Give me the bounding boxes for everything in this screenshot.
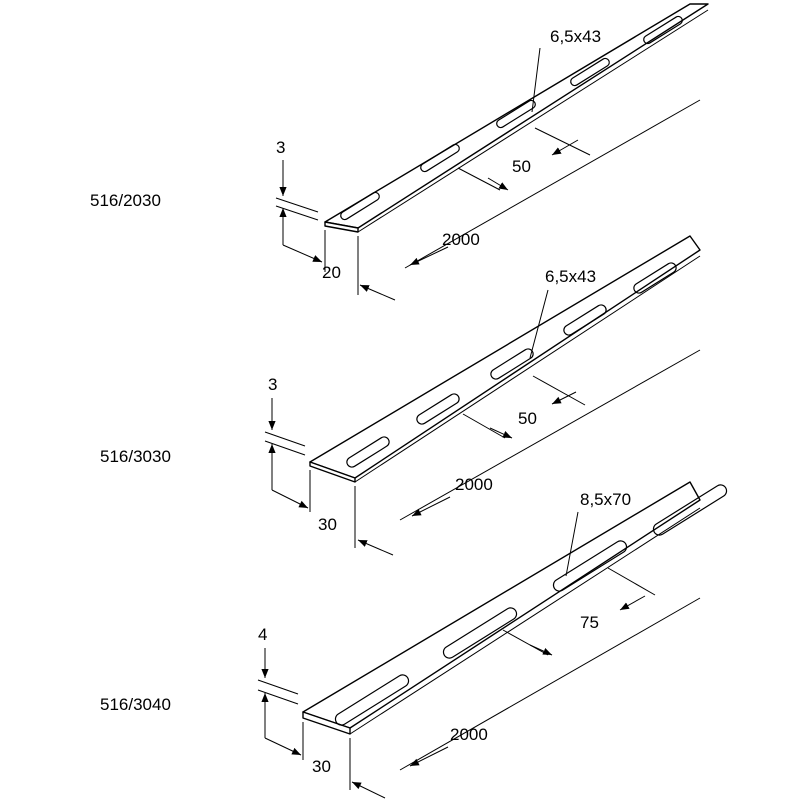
- thickness-label-1: 3: [276, 138, 285, 157]
- rail-top-face: [324, 3, 709, 229]
- slot-size-label-1: 6,5x43: [550, 27, 601, 46]
- model-label-2: 516/3030: [100, 447, 171, 466]
- width-label-2: 30: [318, 515, 337, 534]
- length-label-3: 2000: [450, 725, 488, 744]
- length-label-2: 2000: [455, 475, 493, 494]
- slot-row: [340, 15, 683, 221]
- rail-top-face: [302, 481, 701, 729]
- slot-pitch-label-1: 50: [512, 157, 531, 176]
- rail-516-2030: [275, 3, 709, 301]
- model-label-3: 516/3040: [100, 695, 171, 714]
- slot-size-label-3: 8,5x70: [580, 490, 631, 509]
- length-label-1: 2000: [442, 230, 480, 249]
- rail-516-3040: [257, 481, 728, 799]
- width-label-1: 20: [322, 263, 341, 282]
- rail-516-3030: [264, 235, 701, 556]
- slot-pitch-label-2: 50: [518, 409, 537, 428]
- slot-pitch-label-3: 75: [580, 613, 599, 632]
- thickness-label-2: 3: [268, 375, 277, 394]
- rail-top-face: [309, 235, 701, 479]
- width-label-3: 30: [312, 757, 331, 776]
- slot-row: [346, 262, 677, 468]
- slot-row: [334, 484, 728, 726]
- slot-size-label-2: 6,5x43: [545, 267, 596, 286]
- model-label-1: 516/2030: [90, 191, 161, 210]
- thickness-label-3: 4: [258, 625, 267, 644]
